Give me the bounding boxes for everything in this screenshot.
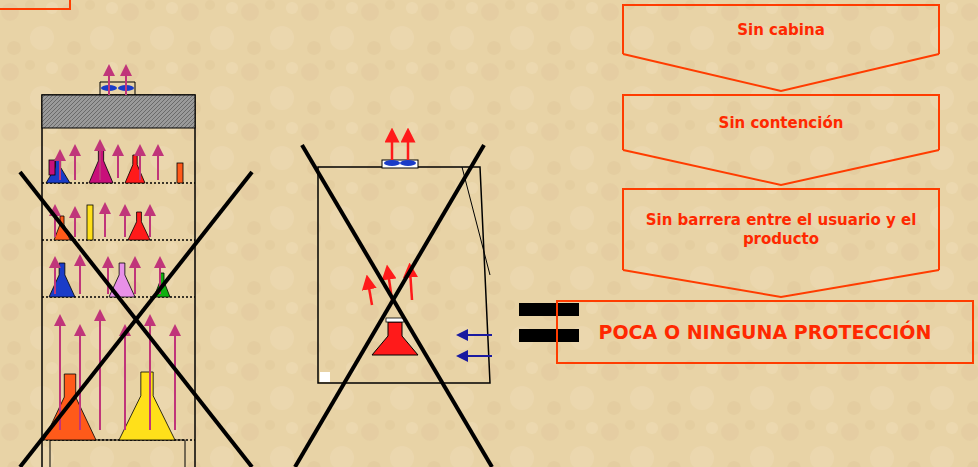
flask bbox=[128, 212, 150, 240]
chevron-arrow bbox=[623, 150, 939, 185]
vapour-arrow bbox=[99, 145, 101, 180]
vapour-arrow bbox=[117, 150, 119, 178]
vapour-arrow bbox=[104, 208, 106, 237]
vapour-arrow bbox=[139, 150, 141, 180]
cross-out bbox=[20, 145, 492, 467]
vapour-arrow bbox=[157, 150, 159, 180]
vapour-arrow bbox=[107, 262, 109, 294]
arrow-box: Sin barrera entre el usuario y el produc… bbox=[622, 188, 940, 270]
flask bbox=[125, 155, 145, 183]
node-text: Sin barrera entre el usuario y el produc… bbox=[638, 211, 924, 249]
test-tube bbox=[87, 205, 93, 240]
chevron-arrow bbox=[623, 54, 939, 91]
arrow-box: Sin cabina bbox=[622, 4, 940, 54]
vapour-arrow bbox=[59, 155, 61, 180]
result-box: POCA O NINGUNA PROTECCIÓN bbox=[556, 300, 974, 364]
chevron-arrow bbox=[623, 270, 939, 297]
vapour-arrow bbox=[124, 210, 126, 237]
vapour-arrow bbox=[74, 212, 76, 237]
flask bbox=[119, 372, 175, 440]
cut-off-box bbox=[0, 0, 70, 9]
node-text: POCA O NINGUNA PROTECCIÓN bbox=[599, 321, 932, 344]
node-text: Sin cabina bbox=[737, 21, 825, 40]
vapour-arrow bbox=[79, 330, 81, 430]
vapour-arrow bbox=[149, 210, 151, 237]
vapour-arrow bbox=[174, 330, 176, 430]
vapour-arrow bbox=[74, 150, 76, 180]
node-text: Sin contención bbox=[719, 114, 844, 133]
vapour-arrow bbox=[124, 330, 126, 430]
vapour-arrow bbox=[79, 260, 81, 294]
vapour-arrow bbox=[54, 262, 56, 294]
equals-sign bbox=[519, 303, 579, 342]
flask bbox=[49, 263, 75, 297]
arrow-box: Sin contención bbox=[622, 94, 940, 150]
test-tube bbox=[177, 163, 183, 183]
flask bbox=[44, 374, 96, 440]
flask bbox=[46, 159, 70, 183]
test-tube bbox=[49, 160, 55, 175]
vapour-arrow bbox=[99, 315, 101, 430]
vapour-arrow bbox=[134, 262, 136, 294]
